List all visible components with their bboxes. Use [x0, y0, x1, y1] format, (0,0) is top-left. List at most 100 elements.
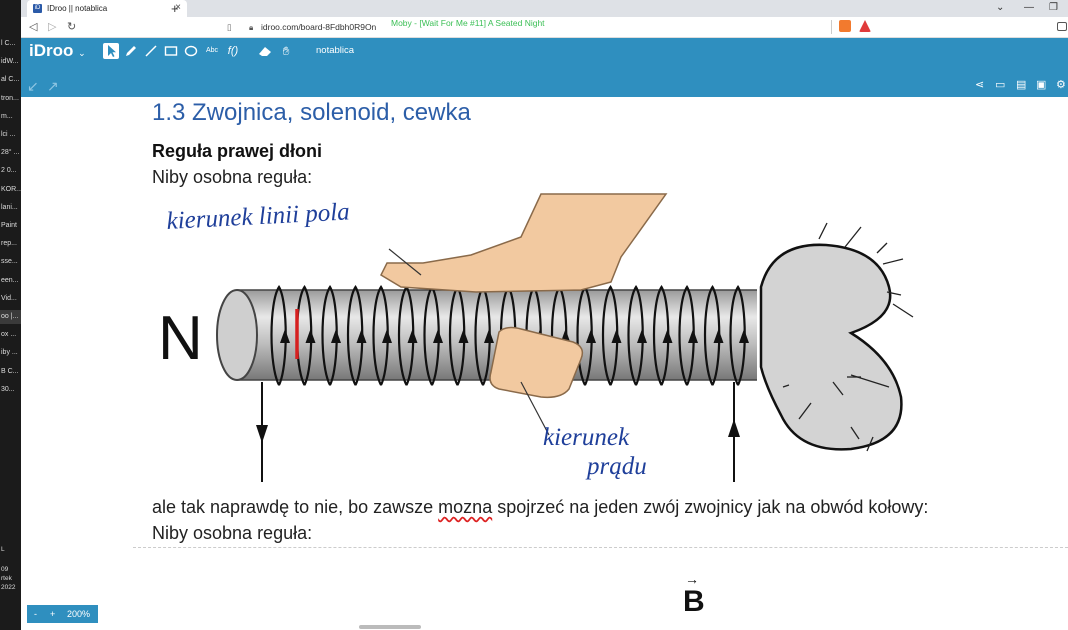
- taskbar-clock-text: 2022: [1, 584, 16, 591]
- taskbar-item[interactable]: 30...: [1, 385, 15, 393]
- zoom-out-button[interactable]: -: [34, 609, 37, 619]
- taskbar-item[interactable]: l C...: [1, 40, 16, 47]
- browser-tab-strip: iD IDroo || notablica × + ⌄ — ❐: [21, 0, 1068, 17]
- taskbar-item[interactable]: KOR...: [1, 185, 21, 193]
- taskbar-item[interactable]: een...: [1, 276, 19, 284]
- brave-rewards-icon[interactable]: [859, 20, 871, 32]
- solenoid-end: [216, 289, 258, 381]
- rectangle-icon: [164, 46, 178, 56]
- solenoid-figure: N kierunek linii pola kierunek prądu: [158, 193, 914, 482]
- field-direction-label: kierunek linii pola: [166, 198, 350, 235]
- current-arrow-icon: [637, 329, 647, 343]
- rule-heading: Reguła prawej dłoni: [152, 141, 323, 161]
- taskbar-item[interactable]: m...: [1, 112, 13, 120]
- coil-turn: [372, 284, 389, 386]
- taskbar-item[interactable]: al C...: [1, 76, 20, 84]
- slide-heading: 1.3 Zwojnica, solenoid, cewka: [152, 99, 471, 126]
- line-icon: [145, 45, 157, 57]
- idroo-favicon-icon: iD: [33, 4, 42, 13]
- chevron-down-icon[interactable]: ⌄: [996, 2, 1005, 13]
- hand-fingers: [489, 326, 584, 399]
- board-name[interactable]: notablica: [316, 45, 355, 56]
- pointer-tool-button[interactable]: [103, 43, 119, 59]
- restore-icon[interactable]: ❐: [1049, 2, 1058, 13]
- text-segment: spojrzeć na jeden zwój zwojnicy jak na o…: [492, 497, 929, 517]
- taskbar-item[interactable]: iby ...: [1, 349, 18, 357]
- horizontal-scrollbar[interactable]: [359, 625, 421, 629]
- taskbar-item[interactable]: 28° ...: [1, 149, 20, 157]
- freehand-strokes: [782, 222, 914, 452]
- pencil-tool-button[interactable]: [123, 43, 139, 59]
- hand-thumb: [380, 193, 668, 293]
- whiteboard-canvas[interactable]: 1.3 Zwojnica, solenoid, cewka Reguła pra…: [21, 97, 1068, 630]
- idroo-menu-button[interactable]: iDroo ⌄: [29, 41, 86, 61]
- n-pole-label: N: [158, 304, 203, 373]
- forward-icon[interactable]: ▷: [48, 21, 57, 33]
- ellipse-tool-button[interactable]: [183, 43, 199, 59]
- current-arrow-icon: [305, 329, 316, 343]
- wallet-icon[interactable]: [1057, 22, 1067, 31]
- vector-arrow-icon: →: [685, 571, 699, 587]
- bookmark-icon[interactable]: ▯: [227, 22, 232, 32]
- taskbar-item[interactable]: 2 0...: [1, 167, 17, 175]
- line-tool-button[interactable]: [143, 43, 159, 59]
- image-icon[interactable]: ▣: [1036, 79, 1047, 91]
- current-arrow-icon: [586, 329, 596, 343]
- vector-b-label: →B: [683, 571, 705, 619]
- chevron-down-icon: ⌄: [78, 48, 86, 58]
- text-line: Niby osobna reguła:: [152, 167, 313, 187]
- text-tool-button[interactable]: Abc: [204, 43, 220, 59]
- taskbar-item[interactable]: Paint: [1, 222, 17, 229]
- current-arrow-icon: [458, 329, 469, 343]
- current-arrow-icon: [713, 329, 724, 343]
- taskbar-item[interactable]: rep...: [1, 240, 17, 248]
- zoom-control: - + 200%: [27, 605, 98, 623]
- minimize-icon[interactable]: —: [1024, 2, 1034, 13]
- text-icon: Abc: [205, 47, 219, 54]
- new-tab-button[interactable]: +: [171, 1, 179, 16]
- rectangle-tool-button[interactable]: [163, 43, 179, 59]
- ellipse-icon: [184, 45, 198, 57]
- taskbar-item[interactable]: Vid...: [1, 294, 17, 302]
- taskbar-item[interactable]: lani...: [1, 203, 18, 211]
- gear-icon[interactable]: ⚙︎: [1056, 79, 1066, 91]
- formula-tool-button[interactable]: f(): [225, 43, 241, 59]
- chat-icon[interactable]: ▭: [995, 79, 1006, 91]
- eraser-tool-button[interactable]: [257, 43, 273, 59]
- back-icon[interactable]: ◁: [29, 21, 38, 33]
- app-toolbar: iDroo ⌄ Abc f() ✋︎ notablica ↙ ↗ ⋖ ▭ ▤ ▣…: [21, 38, 1068, 97]
- taskbar-clock-text: rtek: [1, 575, 12, 582]
- brave-shield-icon[interactable]: [839, 20, 851, 32]
- formula-icon: f(): [227, 45, 239, 57]
- undo-icon[interactable]: ↙: [27, 78, 39, 94]
- coil-turn: [678, 284, 695, 386]
- redo-icon[interactable]: ↗: [47, 78, 59, 94]
- taskbar-item[interactable]: idW...: [1, 58, 19, 66]
- zoom-level: 200%: [67, 609, 91, 619]
- close-tab-icon[interactable]: ×: [175, 2, 181, 13]
- zoom-in-button[interactable]: +: [50, 609, 56, 619]
- taskbar-item[interactable]: B C...: [1, 367, 19, 375]
- browser-address-bar: ◁ ▷ ↻ ▯ 🔒︎ idroo.com/board-8Fdbh0R9On Mo…: [21, 17, 1068, 38]
- pan-tool-button[interactable]: ✋︎: [278, 43, 294, 59]
- taskbar-item[interactable]: lci ...: [1, 131, 16, 138]
- taskbar-item[interactable]: sse...: [1, 258, 18, 266]
- current-arrow-icon: [484, 329, 494, 343]
- current-arrow-icon: [739, 329, 749, 343]
- coil-turn: [729, 284, 746, 386]
- reload-icon[interactable]: ↻: [67, 21, 77, 33]
- divider: [831, 20, 832, 34]
- text-segment: ale tak naprawdę to nie, bo zawsze: [152, 497, 439, 517]
- share-icon[interactable]: ⋖: [975, 79, 985, 91]
- taskbar-item[interactable]: oo |...: [0, 310, 21, 324]
- url-field[interactable]: ▯ 🔒︎ idroo.com/board-8Fdbh0R9On Moby - […: [221, 18, 851, 36]
- coil-turn: [627, 284, 644, 386]
- text-line: ale tak naprawdę to nie, bo zawsze mozna…: [152, 497, 928, 518]
- browser-tab[interactable]: iD IDroo || notablica ×: [27, 0, 187, 17]
- vector-letter: B: [683, 585, 705, 618]
- taskbar-item[interactable]: tron...: [1, 94, 19, 102]
- pencil-icon: [126, 46, 136, 56]
- document-icon[interactable]: ▤: [1016, 79, 1027, 91]
- taskbar-item[interactable]: ox ...: [1, 331, 17, 339]
